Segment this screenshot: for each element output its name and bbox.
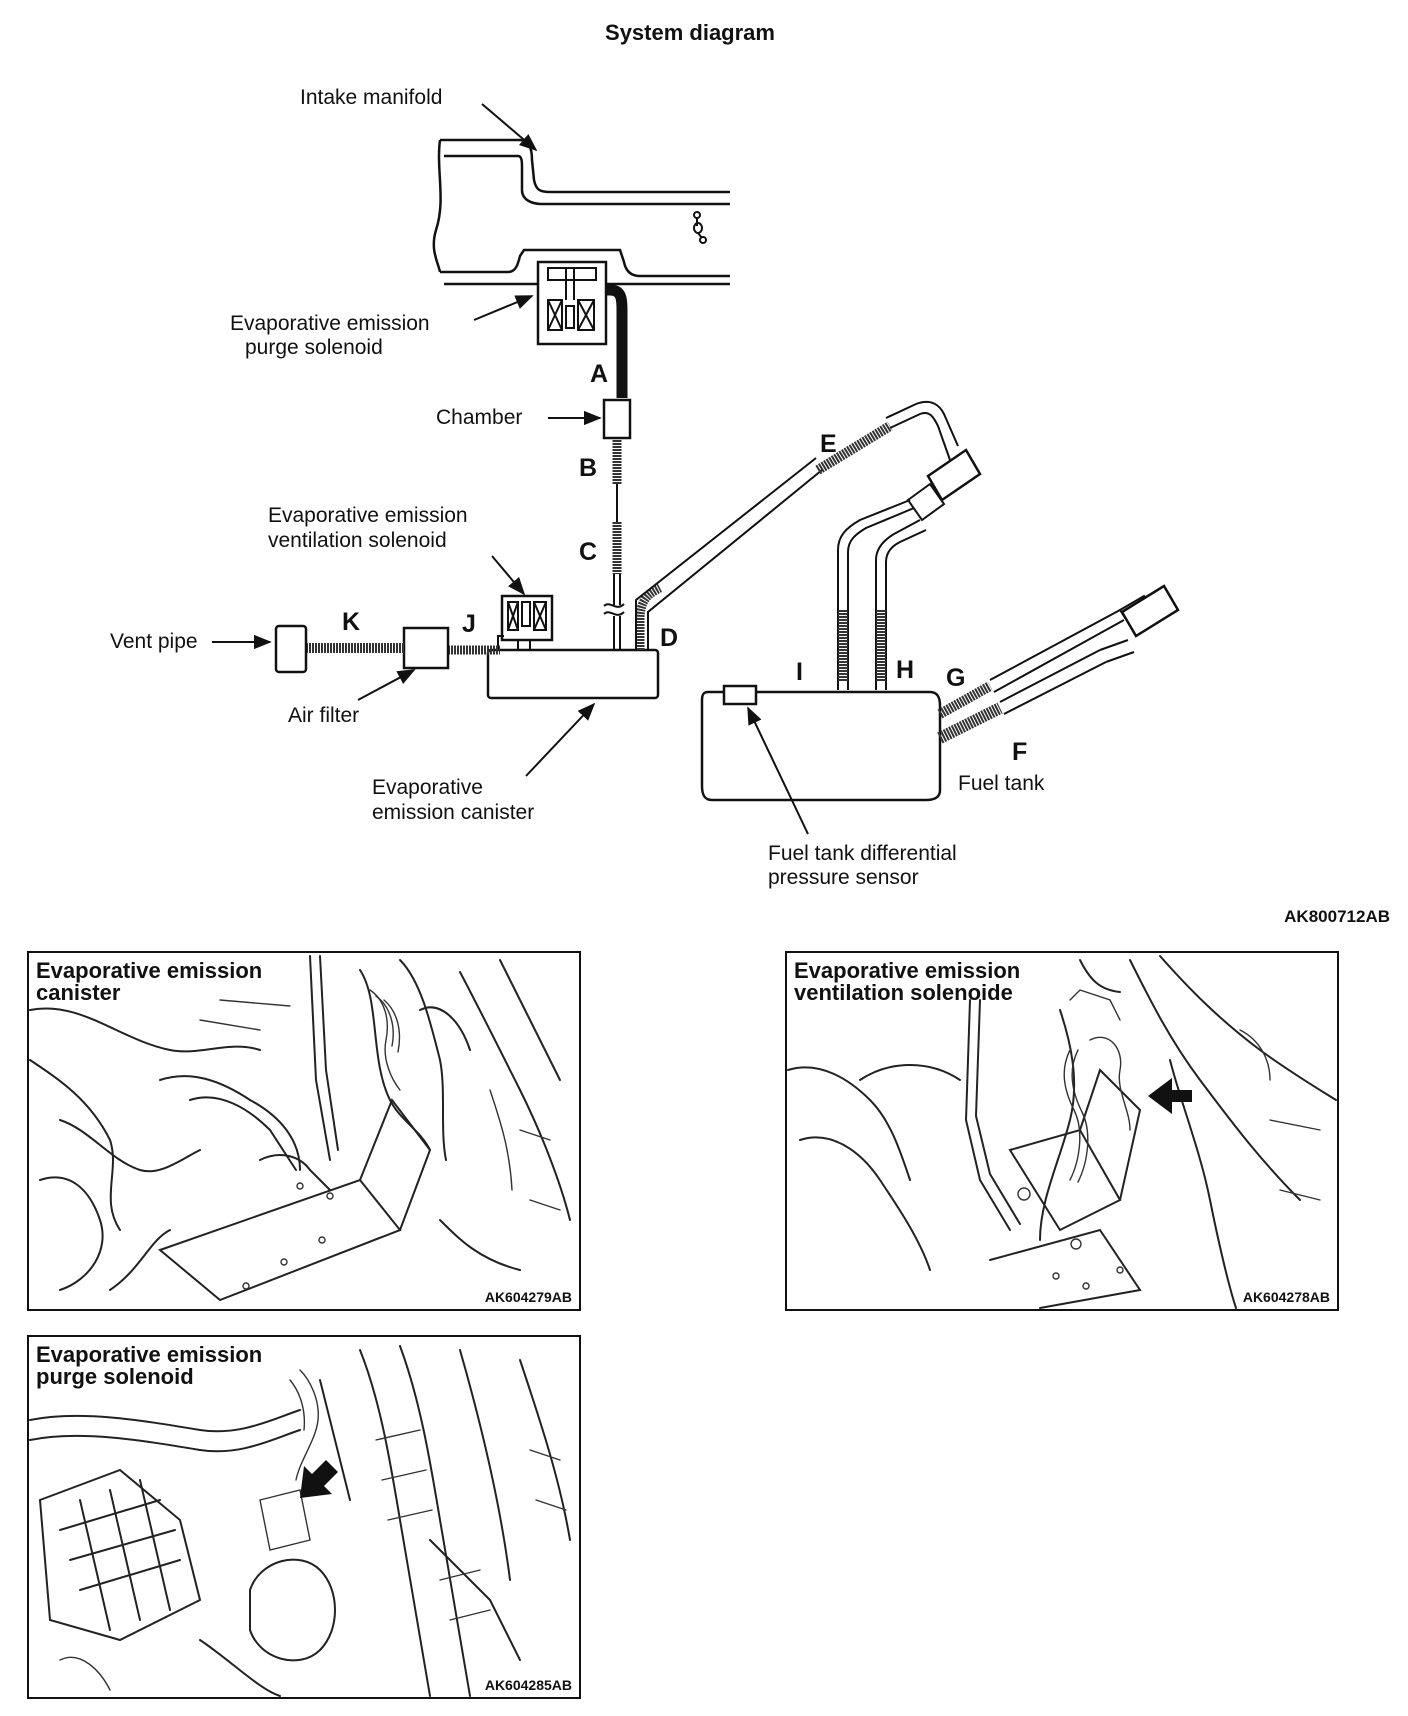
air-filter-shape [402, 626, 450, 670]
label-purge-solenoid-2: purge solenoid [245, 336, 383, 359]
hose-label-f: F [1012, 738, 1027, 766]
filler-neck-lower [1118, 584, 1180, 638]
photo-canister: Evaporative emission canister AK604279AB [27, 951, 581, 1311]
photo-ventilation-solenoid: Evaporative emission ventilation solenoi… [785, 951, 1339, 1311]
label-pressure-sensor-1: Fuel tank differential [768, 842, 957, 865]
hose-d [635, 583, 663, 650]
hose-label-b: B [579, 454, 597, 482]
manifold-bolt-icon [693, 211, 707, 244]
diagram-code: AK800712AB [1284, 907, 1390, 926]
photo-purge-caption-1: Evaporative emission [36, 1342, 262, 1367]
hose-label-a: A [590, 360, 608, 388]
label-purge-solenoid-1: Evaporative emission [230, 312, 430, 335]
photo-canister-caption-1: Evaporative emission [36, 958, 262, 983]
chamber-shape [602, 398, 632, 440]
ventilation-solenoid-shape [497, 594, 554, 650]
photo-canister-code: AK604279AB [485, 1289, 572, 1305]
fuel-tank-shape [700, 690, 942, 802]
label-air-filter: Air filter [288, 704, 359, 727]
hose-g [937, 681, 993, 719]
label-canister-1: Evaporative [372, 776, 483, 799]
label-chamber: Chamber [436, 406, 522, 429]
label-canister-2: emission canister [372, 801, 534, 824]
label-intake-manifold: Intake manifold [300, 86, 442, 109]
hose-label-c: C [579, 538, 597, 566]
label-ventilation-solenoid-2: ventilation solenoid [268, 529, 447, 552]
hose-label-i: I [796, 658, 803, 686]
photo-canister-caption-2: canister [36, 980, 121, 1005]
photo-purge-solenoid: Evaporative emission purge solenoid AK60… [27, 1335, 581, 1699]
filler-neck-upper [906, 448, 982, 522]
photo-purge-code: AK604285AB [485, 1677, 572, 1693]
diagram-title: System diagram [605, 20, 775, 45]
hose-label-j: J [462, 610, 476, 638]
photo-purge-caption-2: purge solenoid [36, 1364, 194, 1389]
label-pressure-sensor-2: pressure sensor [768, 866, 919, 889]
purge-solenoid-shape [536, 260, 608, 346]
label-fuel-tank: Fuel tank [958, 772, 1045, 795]
photo-ventilation-caption-1: Evaporative emission [794, 958, 1020, 983]
hose-label-e: E [820, 430, 837, 458]
pointer-arrow-icon [300, 1460, 338, 1498]
label-ventilation-solenoid-1: Evaporative emission [268, 504, 468, 527]
hose-label-g: G [946, 664, 965, 692]
vent-pipe-shape [274, 624, 308, 674]
pointer-arrow-icon [1148, 1078, 1192, 1114]
hose-label-d: D [660, 624, 678, 652]
hose-label-k: K [342, 608, 360, 636]
hose-a [606, 284, 628, 398]
label-vent-pipe: Vent pipe [110, 630, 198, 653]
photo-ventilation-caption-2: ventilation solenoide [794, 980, 1013, 1005]
hose-label-h: H [896, 656, 914, 684]
canister-shape [486, 648, 660, 700]
hose-f [937, 702, 1003, 744]
pressure-sensor-shape [722, 684, 758, 706]
photo-ventilation-code: AK604278AB [1243, 1289, 1330, 1305]
hose-e [815, 421, 893, 475]
